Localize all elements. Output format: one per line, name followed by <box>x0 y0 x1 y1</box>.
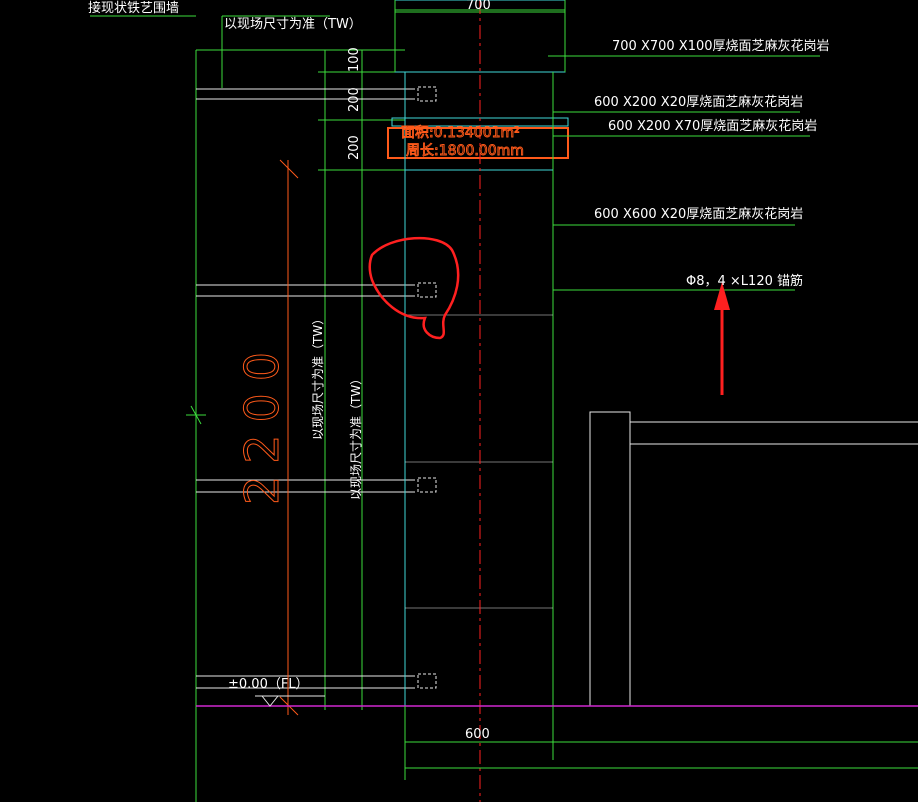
bottom-width-dimension <box>404 706 918 780</box>
label-face-stone: 600 X600 X20厚烧面芝麻灰花岗岩 <box>594 206 803 222</box>
red-highlight-circle <box>368 236 460 340</box>
callout-leaders <box>548 55 820 291</box>
top-width-value: 700 <box>466 0 491 13</box>
tw-vertical-label-1: 以现场尺寸为准（TW） <box>311 313 325 440</box>
adjacent-fence <box>589 411 918 707</box>
label-band-20: 600 X200 X20厚烧面芝麻灰花岗岩 <box>594 94 803 110</box>
left-reference-lines <box>90 15 405 802</box>
perimeter-readout: 周长:1800.00mm <box>406 143 524 159</box>
dim-100: 100 <box>347 47 362 72</box>
red-pointer-arrow <box>714 282 730 395</box>
anchor-bar-hooks <box>417 86 437 689</box>
level-label: ±0.00（FL） <box>228 677 309 692</box>
bottom-width-value: 600 <box>465 727 490 742</box>
level-marker <box>255 695 325 707</box>
fence-note: 接现状铁艺围墙 <box>88 0 179 16</box>
dim-200-a: 200 <box>347 87 362 112</box>
top-width-dimension <box>394 0 566 72</box>
label-cap-stone: 700 X700 X100厚烧面芝麻灰花岗岩 <box>612 38 830 54</box>
tw-vertical-label-2: 以现场尺寸为准（TW） <box>349 373 363 500</box>
tw-note-top: 以现场尺寸为准（TW） <box>224 17 362 32</box>
label-band-70: 600 X200 X70厚烧面芝麻灰花岗岩 <box>608 118 817 134</box>
height-2200-label: 2200 <box>235 340 289 505</box>
pillar-outline <box>387 0 569 706</box>
anchor-leader-lines <box>196 88 415 689</box>
break-symbol <box>186 405 206 425</box>
dim-200-b: 200 <box>347 135 362 160</box>
area-readout: 面积:0.134001m² <box>401 125 520 141</box>
label-anchor-bar: Φ8，4 ×L120 锚筋 <box>686 273 803 289</box>
